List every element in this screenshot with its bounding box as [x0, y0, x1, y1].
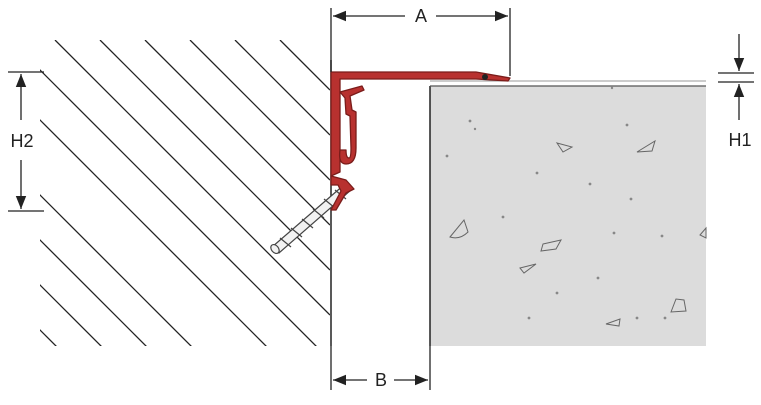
anchor-screw: [270, 183, 352, 255]
dimension-b-label: B: [375, 370, 387, 390]
dimension-h2-label: H2: [10, 131, 33, 151]
dimension-h1: [718, 34, 754, 120]
concrete-slab: [429, 80, 707, 346]
dimension-a-label: A: [415, 6, 427, 26]
dimension-h1-label: H1: [728, 130, 751, 150]
dimension-a: [330, 8, 511, 76]
profile-pivot: [482, 74, 488, 80]
edge-profile: [330, 71, 511, 211]
dimension-b: [330, 346, 431, 390]
dimension-h2: [8, 71, 44, 212]
wall-hatch: [40, 40, 330, 346]
